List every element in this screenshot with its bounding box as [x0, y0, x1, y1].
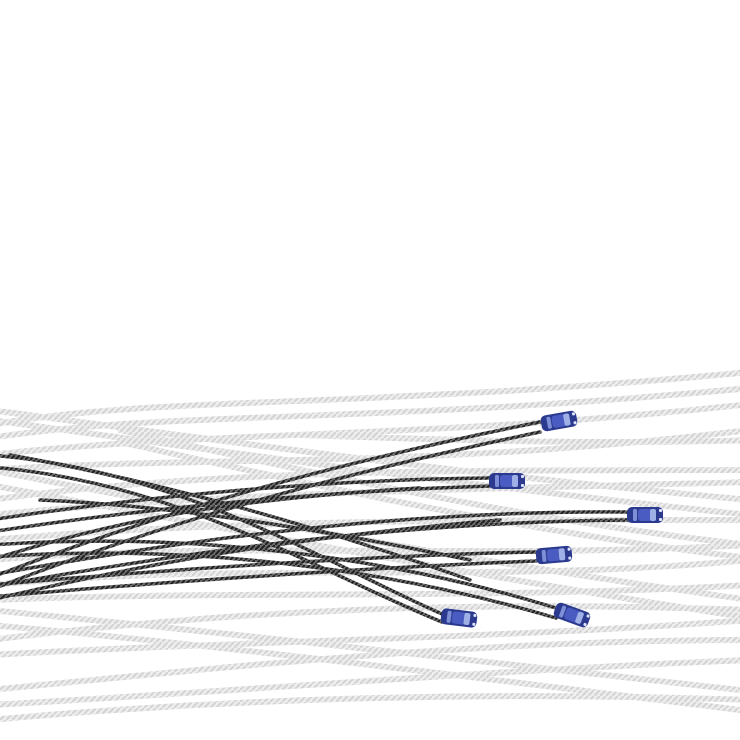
dark-tire-tracks	[0, 420, 630, 624]
car-4	[535, 545, 573, 565]
car-2	[489, 473, 525, 489]
car-5	[440, 607, 478, 629]
car-3	[627, 507, 663, 523]
car-1	[539, 409, 579, 433]
